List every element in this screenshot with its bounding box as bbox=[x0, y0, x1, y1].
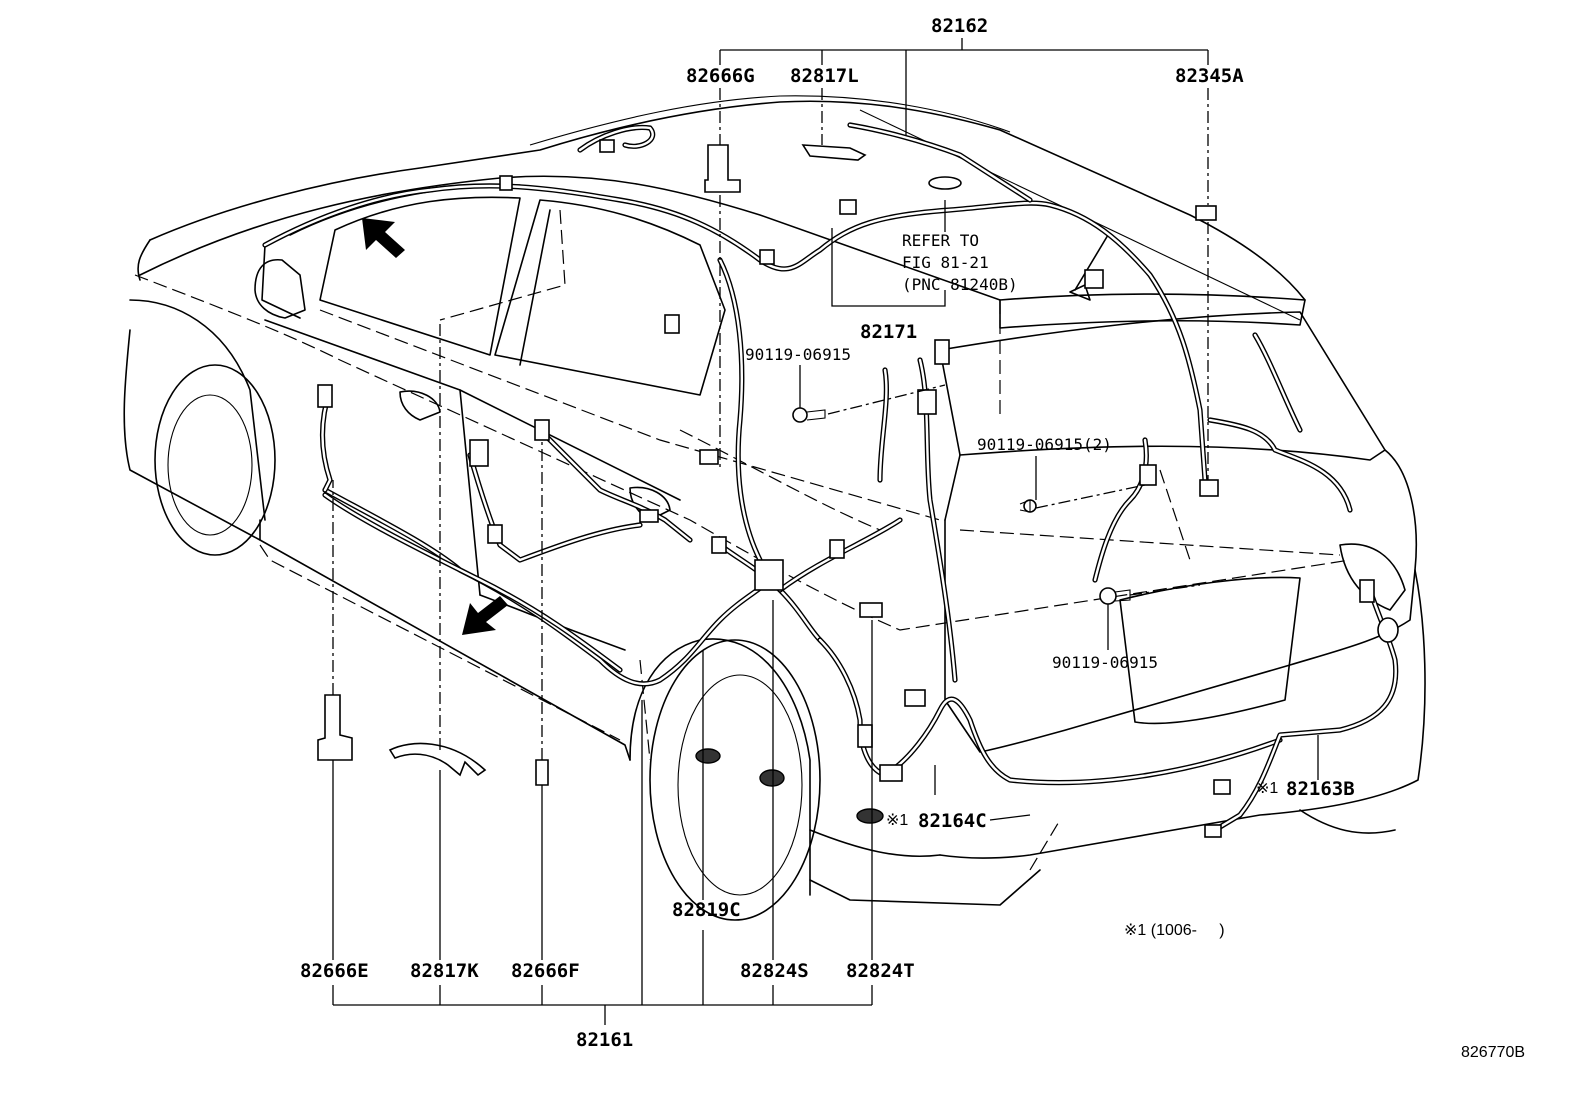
label-bolt-1: 90119-06915 bbox=[745, 345, 851, 364]
figure-number: 826770B bbox=[1461, 1044, 1525, 1061]
bracket-82817K bbox=[388, 742, 487, 777]
bolt-1 bbox=[792, 407, 826, 423]
label-82162: 82162 bbox=[931, 15, 988, 37]
mark-82163B: ※1 bbox=[1256, 780, 1278, 797]
label-82161: 82161 bbox=[576, 1029, 633, 1051]
hidden-lines bbox=[134, 209, 1351, 871]
bracket-82817L bbox=[801, 144, 867, 161]
label-82819C: 82819C bbox=[672, 899, 741, 921]
connectors bbox=[317, 139, 1399, 838]
grommet-82819C bbox=[695, 748, 721, 764]
part-labels: 82162 82666G 82817L 82345A REFER TO FIG … bbox=[300, 15, 1525, 1061]
label-82666E: 82666E bbox=[300, 960, 369, 982]
clamp-82666G bbox=[704, 144, 741, 193]
bolt-2 bbox=[1019, 499, 1037, 513]
grommet-82824S bbox=[759, 769, 785, 787]
refer-note-line3: (PNC 81240B) bbox=[902, 275, 1018, 294]
lower-arrow-icon bbox=[462, 596, 508, 635]
label-82345A: 82345A bbox=[1175, 65, 1244, 87]
leader-lines bbox=[332, 38, 1319, 1025]
label-82666F: 82666F bbox=[511, 960, 580, 982]
label-bolt-3: 90119-06915 bbox=[1052, 653, 1158, 672]
label-bolt-2: 90119-06915(2) bbox=[977, 435, 1112, 454]
clip-82666F bbox=[535, 759, 549, 786]
clamp-82666E bbox=[317, 694, 353, 761]
label-82817L: 82817L bbox=[790, 65, 859, 87]
label-82163B: 82163B bbox=[1286, 778, 1355, 800]
grommet-82824T bbox=[856, 808, 884, 824]
label-82171: 82171 bbox=[860, 321, 917, 343]
direction-arrows bbox=[362, 218, 508, 635]
label-82164C: 82164C bbox=[918, 810, 987, 832]
label-82666G: 82666G bbox=[686, 65, 755, 87]
label-82824S: 82824S bbox=[740, 960, 809, 982]
note-serial-range: ※1 (1006- ) bbox=[1124, 922, 1225, 939]
wire-harness-group bbox=[262, 122, 1399, 833]
clip-82345A bbox=[1195, 205, 1217, 221]
label-82817K: 82817K bbox=[410, 960, 479, 982]
front-arrow-icon bbox=[362, 218, 405, 258]
car-body-outline bbox=[123, 95, 1426, 921]
bolt-3 bbox=[1099, 587, 1131, 605]
mark-82164C: ※1 bbox=[886, 812, 908, 829]
exploded-parts bbox=[317, 144, 1217, 824]
refer-note-line1: REFER TO bbox=[902, 231, 979, 250]
refer-note-line2: FIG 81-21 bbox=[902, 253, 989, 272]
label-82824T: 82824T bbox=[846, 960, 915, 982]
